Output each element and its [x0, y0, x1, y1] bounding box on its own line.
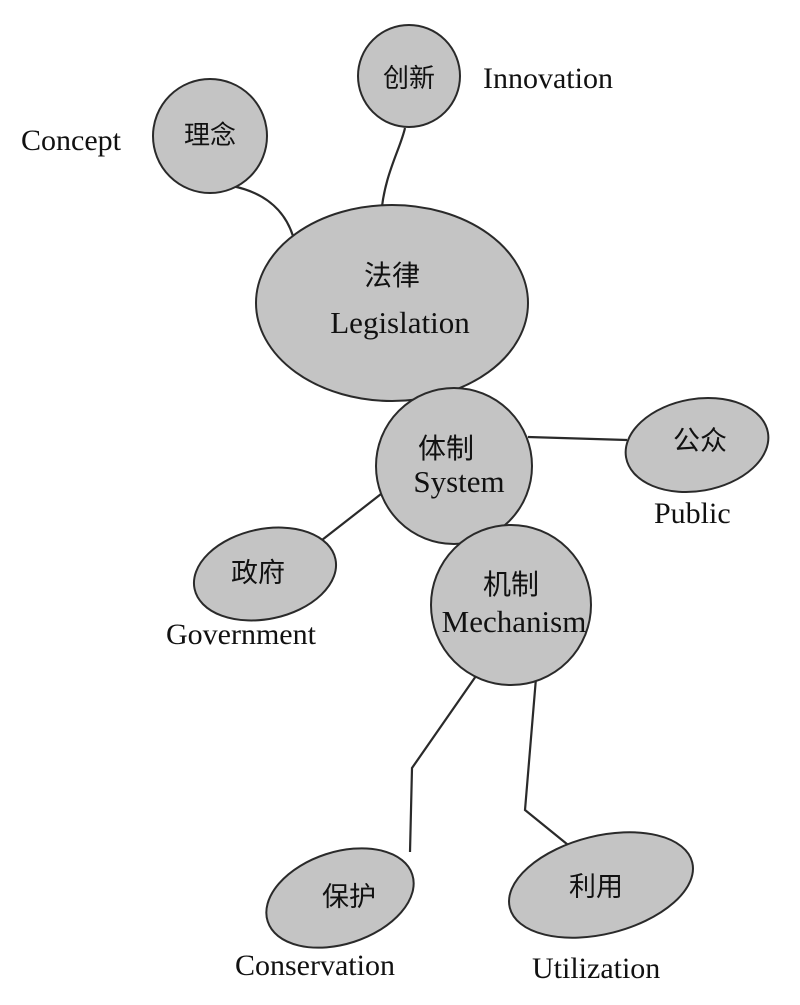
node-utilization: 利用	[508, 831, 694, 939]
label-utilization: Utilization	[532, 952, 660, 985]
edge-mechanism-utilization	[523, 677, 579, 854]
node-system: 体制 System	[375, 387, 533, 545]
node-conservation: 保护	[265, 847, 415, 949]
edge-innovation-legislation	[379, 127, 407, 217]
node-utilization-cn: 利用	[569, 872, 623, 903]
node-concept-cn: 理念	[184, 121, 236, 151]
label-government: Government	[166, 618, 317, 651]
node-legislation: 法律 Legislation	[255, 204, 529, 402]
node-public-cn: 公众	[673, 426, 727, 457]
node-system-cn: 体制	[418, 432, 474, 465]
edge-system-government	[321, 493, 382, 541]
edge-system-public	[527, 435, 628, 442]
node-innovation-cn: 创新	[383, 64, 435, 94]
label-innovation: Innovation	[483, 62, 613, 95]
node-innovation: 创新	[357, 24, 461, 128]
node-concept: 理念	[152, 78, 268, 194]
edge-concept-legislation	[231, 184, 295, 237]
node-government: 政府	[192, 526, 338, 622]
node-mechanism: 机制 Mechanism	[430, 524, 592, 686]
node-government-cn: 政府	[231, 558, 285, 589]
node-system-en: System	[413, 464, 504, 499]
label-concept: Concept	[21, 124, 122, 157]
node-public: 公众	[624, 397, 770, 493]
node-conservation-cn: 保护	[322, 882, 376, 913]
label-public: Public	[654, 497, 731, 530]
label-conservation: Conservation	[235, 949, 395, 982]
edge-mechanism-conservation	[408, 675, 477, 853]
node-legislation-cn: 法律	[364, 259, 420, 292]
node-legislation-en: Legislation	[330, 305, 470, 340]
node-mechanism-cn: 机制	[483, 568, 539, 601]
node-mechanism-en: Mechanism	[442, 604, 587, 639]
